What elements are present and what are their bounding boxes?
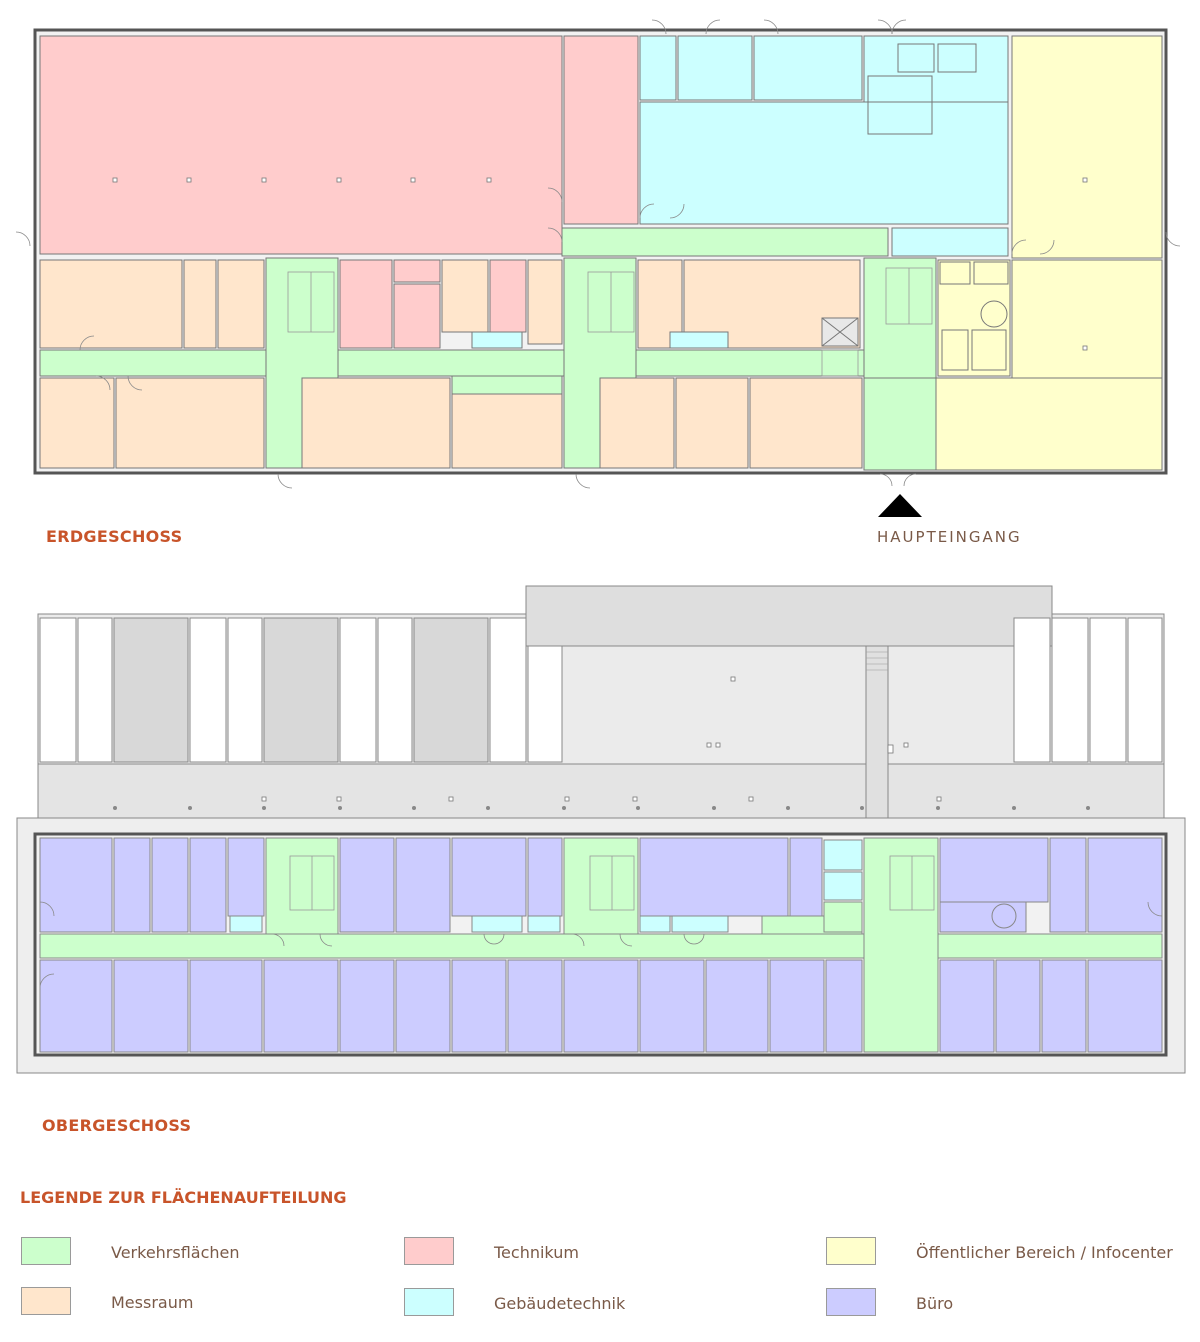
ground-room-tech-6 bbox=[891, 227, 1009, 257]
ground-stair-core-3 bbox=[863, 257, 937, 379]
legend-label-gebaeude: Gebäudetechnik bbox=[494, 1294, 626, 1313]
ground-corridor-upper bbox=[561, 227, 889, 257]
upper-offices-bottom bbox=[39, 959, 1163, 1053]
ground-room-technikum-side bbox=[563, 35, 639, 225]
legend-label-oeffentlich: Öffentlicher Bereich / Infocenter bbox=[916, 1243, 1173, 1262]
upper-stair-core-3 bbox=[863, 837, 939, 1053]
ground-room-public-2 bbox=[1011, 259, 1163, 379]
ground-floor-plan bbox=[15, 19, 1181, 517]
ground-room-mess-11 bbox=[599, 377, 675, 469]
legend-swatch-verkehr bbox=[21, 1237, 71, 1265]
legend-swatch-technikum bbox=[404, 1237, 454, 1265]
ground-room-mess-1 bbox=[39, 259, 183, 349]
ground-room-mess-12 bbox=[675, 377, 749, 469]
main-entrance-label: HAUPTEINGANG bbox=[877, 528, 1022, 546]
ground-room-mess-2 bbox=[183, 259, 217, 349]
ground-room-mess-5 bbox=[115, 377, 265, 469]
ground-room-mess-13 bbox=[749, 377, 863, 469]
upper-roof-canopy bbox=[525, 585, 1053, 647]
legend-label-messraum: Messraum bbox=[111, 1293, 194, 1312]
ground-room-technikum-hall bbox=[39, 35, 563, 255]
upper-skylights bbox=[39, 617, 1163, 763]
ground-room-tech-5 bbox=[639, 101, 1009, 225]
ground-room-technikum-s1 bbox=[339, 259, 393, 349]
ground-room-tech-1 bbox=[639, 35, 677, 101]
ground-room-mess-8 bbox=[441, 259, 489, 333]
ground-entrance-hall bbox=[863, 377, 937, 471]
ground-room-tech-3 bbox=[753, 35, 863, 101]
upper-floor-title: OBERGESCHOSS bbox=[42, 1116, 192, 1135]
main-entrance-arrow bbox=[878, 494, 922, 517]
legend-title: LEGENDE ZUR FLÄCHENAUFTEILUNG bbox=[20, 1188, 347, 1207]
ground-room-technikum-s4 bbox=[489, 259, 527, 333]
legend-swatch-oeffentlich bbox=[826, 1237, 876, 1265]
legend-swatch-messraum bbox=[21, 1287, 71, 1315]
ground-room-technikum-s3 bbox=[393, 283, 441, 349]
upper-stair-core-2 bbox=[563, 837, 639, 935]
ground-stairs bbox=[287, 267, 933, 377]
ground-room-mess-6 bbox=[301, 377, 451, 469]
legend-label-buero: Büro bbox=[916, 1294, 954, 1313]
upper-floor-plan bbox=[16, 585, 1186, 1074]
upper-corridor bbox=[39, 933, 1163, 959]
ground-corridor-main bbox=[39, 349, 937, 377]
legend-swatch-buero bbox=[826, 1288, 876, 1316]
ground-floor-title: ERDGESCHOSS bbox=[46, 527, 183, 546]
ground-room-mess-4 bbox=[39, 377, 115, 469]
ground-room-public-1 bbox=[1011, 35, 1163, 259]
ground-room-mess-3 bbox=[217, 259, 265, 349]
ground-room-public-3 bbox=[935, 377, 1163, 471]
legend-label-technikum: Technikum bbox=[494, 1243, 579, 1262]
upper-stair-core-1 bbox=[265, 837, 339, 935]
legend-swatch-gebaeude bbox=[404, 1288, 454, 1316]
ground-room-mess-7 bbox=[451, 393, 563, 469]
legend-label-verkehr: Verkehrsflächen bbox=[111, 1243, 240, 1262]
ground-room-technikum-s2 bbox=[393, 259, 441, 283]
ground-room-tech-2 bbox=[677, 35, 753, 101]
